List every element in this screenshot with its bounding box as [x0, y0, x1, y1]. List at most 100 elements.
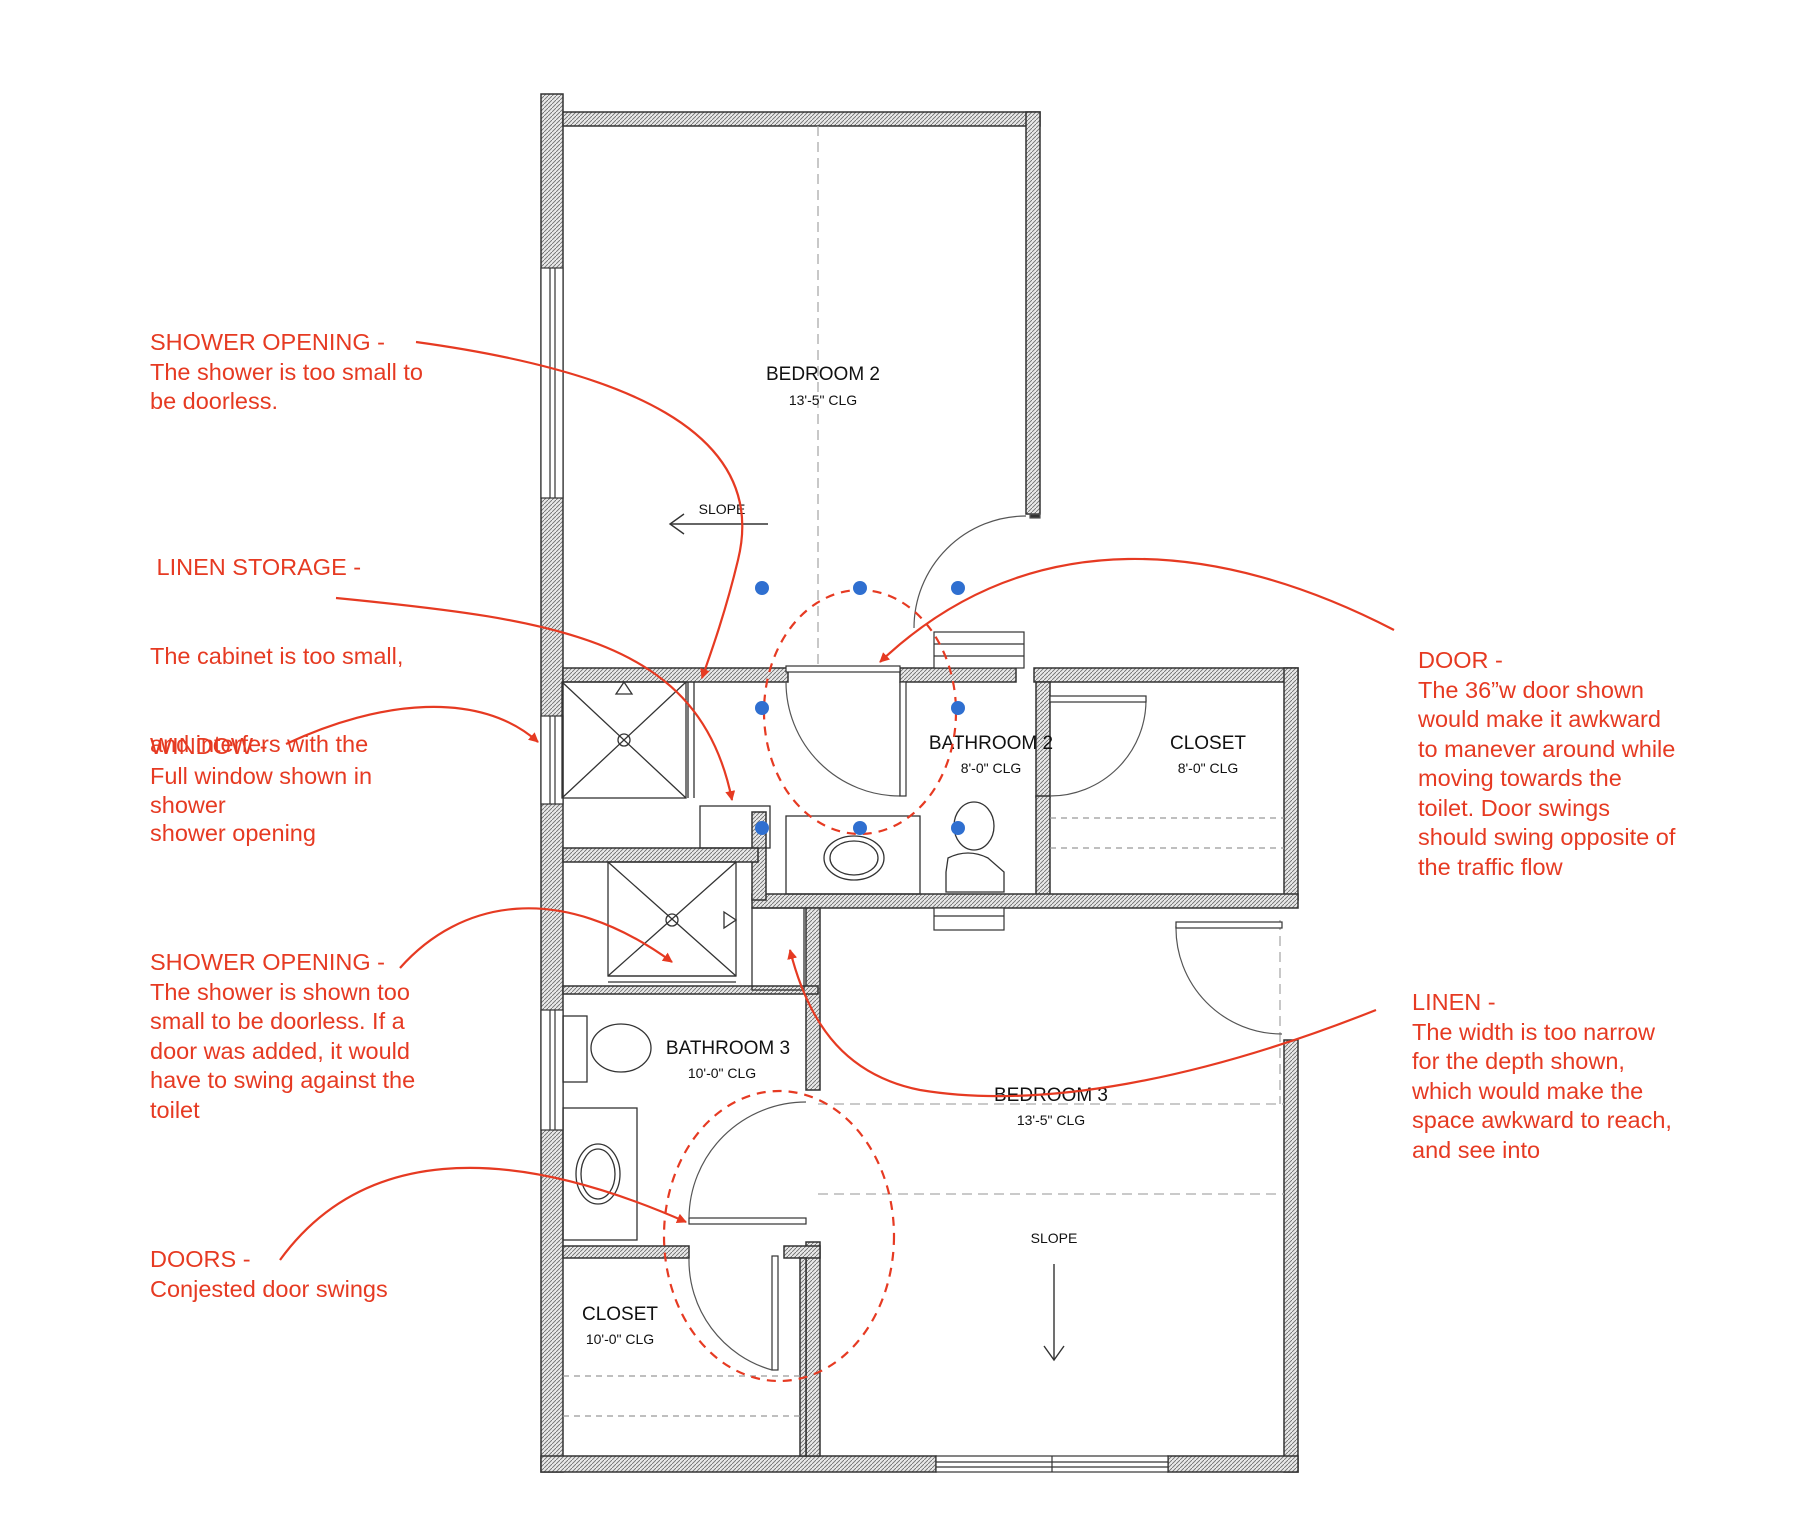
- note-line: the traffic flow: [1418, 853, 1563, 880]
- dashed-circle-bath2-door: [762, 588, 958, 836]
- room-ceiling-bathroom3: 10'-0" CLG: [688, 1065, 756, 1081]
- wall-shower-band: [562, 847, 759, 863]
- note-linen-storage: LINEN STORAGE - The cabinet is too small…: [150, 494, 403, 878]
- wall-bottom-left: [540, 1455, 937, 1473]
- marker-dot: [951, 581, 965, 595]
- wall-bottom-right: [1167, 1455, 1299, 1473]
- note-line: The 36”w door shown: [1418, 676, 1644, 703]
- slope-indicators: SLOPE SLOPE: [668, 501, 1078, 1362]
- room-ceiling-closet2: 8'-0" CLG: [1178, 760, 1239, 776]
- leader-doors: [279, 1166, 687, 1261]
- leader-shower-opening-1: [415, 340, 744, 679]
- note-line: The shower is shown too: [150, 978, 410, 1005]
- wall-bath3-bedroom3-lower: [805, 1241, 821, 1457]
- note-line: to manever around while: [1418, 735, 1676, 762]
- door-leaf-closet3: [771, 1255, 779, 1371]
- note-line: DOORS -: [150, 1246, 251, 1272]
- note-line: and see into: [1412, 1136, 1541, 1163]
- linen-closet-bath3: [751, 907, 805, 991]
- door-swing-bath3: [688, 1101, 807, 1219]
- door-swing-closet3: [688, 1257, 773, 1371]
- note-line: WINDOW -: [150, 733, 268, 759]
- note-line: shower opening: [150, 819, 316, 846]
- wall-bath3-closet3: [562, 1245, 690, 1259]
- wall-mid-band-mid: [899, 667, 1017, 683]
- room-ceiling-closet3: 10'-0" CLG: [586, 1331, 654, 1347]
- vanity-bath2: [785, 815, 921, 895]
- room-labels: BEDROOM 2 13'-5" CLG BATHROOM 2 8'-0" CL…: [582, 364, 1246, 1347]
- room-name-bedroom2: BEDROOM 2: [766, 364, 880, 385]
- room-name-bathroom3: BATHROOM 3: [666, 1038, 790, 1059]
- wall-right-upper: [1283, 667, 1299, 901]
- dashed-circle-bath3-doors: [662, 1089, 896, 1383]
- room-name-closet2: CLOSET: [1170, 733, 1246, 754]
- marker-dot: [755, 581, 769, 595]
- wall-bath3-bedroom3-upper: [805, 907, 821, 1091]
- toilet-bath2: [945, 852, 1005, 893]
- wall-mid-band-right: [1033, 667, 1299, 683]
- room-ceiling-bedroom3: 13'-5" CLG: [1017, 1112, 1085, 1128]
- room-name-closet3: CLOSET: [582, 1304, 658, 1325]
- note-line: which would make the: [1412, 1077, 1644, 1104]
- note-line: The cabinet is too small,: [150, 642, 404, 669]
- doors: [688, 513, 1283, 1371]
- room-ceiling-bedroom2: 13'-5" CLG: [789, 392, 857, 408]
- note-line: small to be doorless. If a: [150, 1008, 405, 1034]
- note-linen: LINEN - The width is too narrow for the …: [1412, 988, 1672, 1165]
- note-line: SHOWER OPENING -: [150, 329, 386, 355]
- wall-bedroom2-top: [562, 111, 1041, 127]
- door-leaf-bath3: [688, 1217, 807, 1225]
- note-shower-opening-1: SHOWER OPENING - The shower is too small…: [150, 328, 423, 417]
- door-swing-bedroom2: [913, 515, 1027, 629]
- note-line: DOOR -: [1418, 647, 1503, 673]
- walls: [540, 93, 1299, 1473]
- marker-dot: [951, 821, 965, 835]
- windows: [540, 267, 1169, 1473]
- window-bedroom3-top: [933, 907, 1005, 931]
- leader-linen: [787, 949, 1377, 1098]
- door-swing-closet2: [1049, 699, 1147, 797]
- note-line: toilet. Door swings: [1418, 794, 1610, 821]
- slope-label-bedroom3: SLOPE: [1031, 1230, 1078, 1246]
- note-line: for the depth shown,: [1412, 1048, 1625, 1074]
- note-window: WINDOW - Full window shown in shower: [150, 732, 372, 821]
- note-line: The shower is too small to: [150, 358, 423, 385]
- note-line: LINEN -: [1412, 989, 1496, 1015]
- markers: [755, 581, 965, 835]
- note-line: SHOWER OPENING -: [150, 949, 386, 975]
- door-swing-bedroom3: [1175, 925, 1283, 1035]
- wall-bath2-closet-lower: [1035, 795, 1051, 901]
- wall-mid-band-left: [562, 667, 789, 683]
- note-line: toilet: [150, 1096, 200, 1123]
- note-line: and interfers with the: [150, 731, 369, 757]
- note-line: door was added, it would: [150, 1037, 410, 1064]
- annotation-overlays: [279, 340, 1395, 1383]
- leader-shower-opening-2: [399, 907, 673, 969]
- note-line: space awkward to reach,: [1412, 1107, 1672, 1133]
- marker-dot: [755, 821, 769, 835]
- note-line: shower: [150, 792, 226, 818]
- note-line: would make it awkward: [1418, 706, 1661, 732]
- note-line: Conjested door swings: [150, 1275, 388, 1302]
- vanity-bath3: [562, 1107, 638, 1241]
- window-bath3: [540, 1009, 564, 1131]
- note-line: moving towards the: [1418, 765, 1622, 791]
- marker-dot: [755, 701, 769, 715]
- wall-bath3-top: [562, 985, 819, 995]
- wall-closet3-right: [799, 1257, 807, 1457]
- wall-bath3-closet3-right: [783, 1245, 821, 1259]
- note-line: should swing opposite of: [1418, 824, 1676, 850]
- leader-door: [879, 557, 1395, 663]
- fixtures: [561, 126, 1284, 1417]
- note-line: have to swing against the: [150, 1067, 416, 1093]
- toilet-tank-bath3: [562, 1015, 588, 1083]
- note-door: DOOR - The 36”w door shown would make it…: [1418, 646, 1675, 882]
- note-line: Full window shown in: [150, 762, 373, 789]
- room-ceiling-bathroom2: 8'-0" CLG: [961, 760, 1022, 776]
- leader-window: [285, 705, 539, 745]
- linen-cabinet-bath2: [699, 805, 771, 849]
- wall-band-bath2: [751, 893, 1299, 909]
- window-bedroom2-left: [540, 267, 564, 499]
- note-line: The width is too narrow: [1412, 1018, 1655, 1045]
